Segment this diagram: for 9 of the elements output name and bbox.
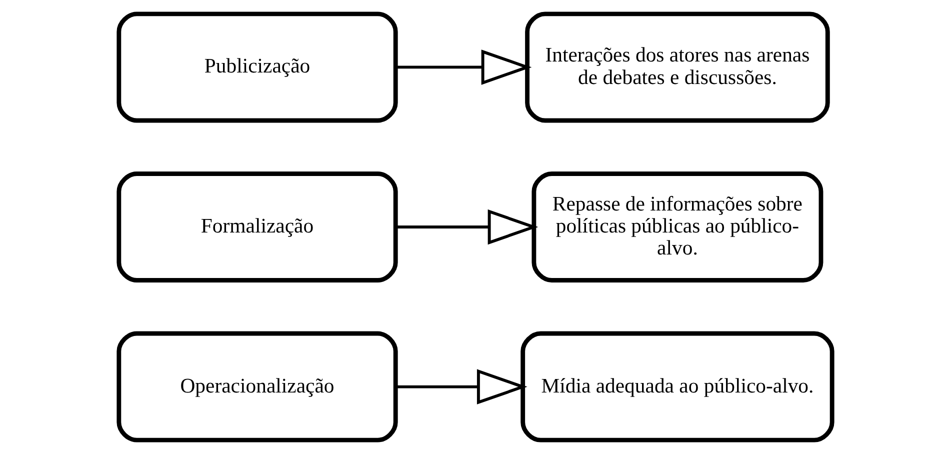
node-box: Publicização (116, 12, 398, 123)
node-box: Formalização (116, 172, 398, 282)
arrow (395, 50, 532, 85)
arrow (395, 209, 538, 245)
node-box: Operacionalização (116, 331, 398, 442)
arrow (395, 369, 527, 404)
node-box: Interações dos atores nas arenas de debates e discussões. (524, 12, 830, 123)
node-box: Repasse de informações sobre políticas públicas ao público-alvo. (531, 172, 823, 282)
node-box: Mídia adequada ao público-alvo. (520, 331, 834, 442)
